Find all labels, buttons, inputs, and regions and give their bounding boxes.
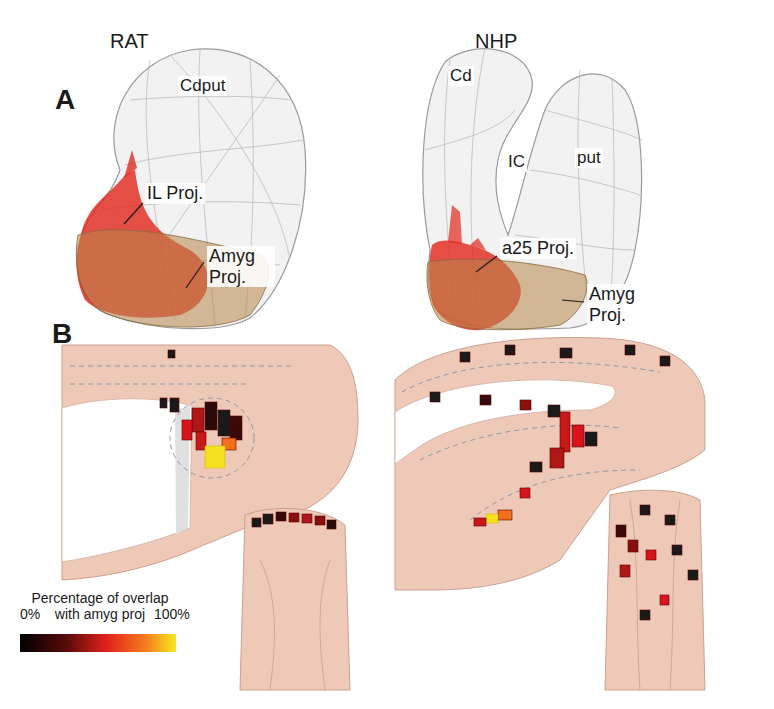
projection-label: a25 Proj.: [500, 238, 576, 259]
leader-line: [186, 262, 204, 288]
leader-line: [562, 300, 584, 302]
panel-column-title: NHP: [475, 30, 517, 53]
projection-label: Amyg Proj.: [207, 246, 275, 287]
color-scale-bar: [20, 634, 176, 652]
legend-tick: 0%: [20, 606, 40, 622]
nhp-ventral-inset: [605, 490, 705, 690]
rat-striatum: [76, 49, 305, 329]
rat-ventral-inset: [240, 508, 350, 690]
structure-label: IC: [506, 152, 527, 172]
panel-letter: A: [55, 84, 75, 116]
structure-label: put: [575, 148, 603, 168]
projection-label: Amyg Proj.: [587, 284, 655, 325]
panel-letter: B: [52, 318, 72, 350]
leader-line: [124, 203, 143, 224]
leader-line: [476, 256, 497, 272]
legend-tick: 100%: [154, 606, 190, 622]
nhp-cortex-surface: [395, 337, 705, 690]
panel-column-title: RAT: [110, 30, 149, 53]
projection-label: IL Proj.: [145, 183, 205, 204]
structure-label: Cd: [448, 66, 474, 86]
structure-label: Cdput: [178, 76, 227, 96]
